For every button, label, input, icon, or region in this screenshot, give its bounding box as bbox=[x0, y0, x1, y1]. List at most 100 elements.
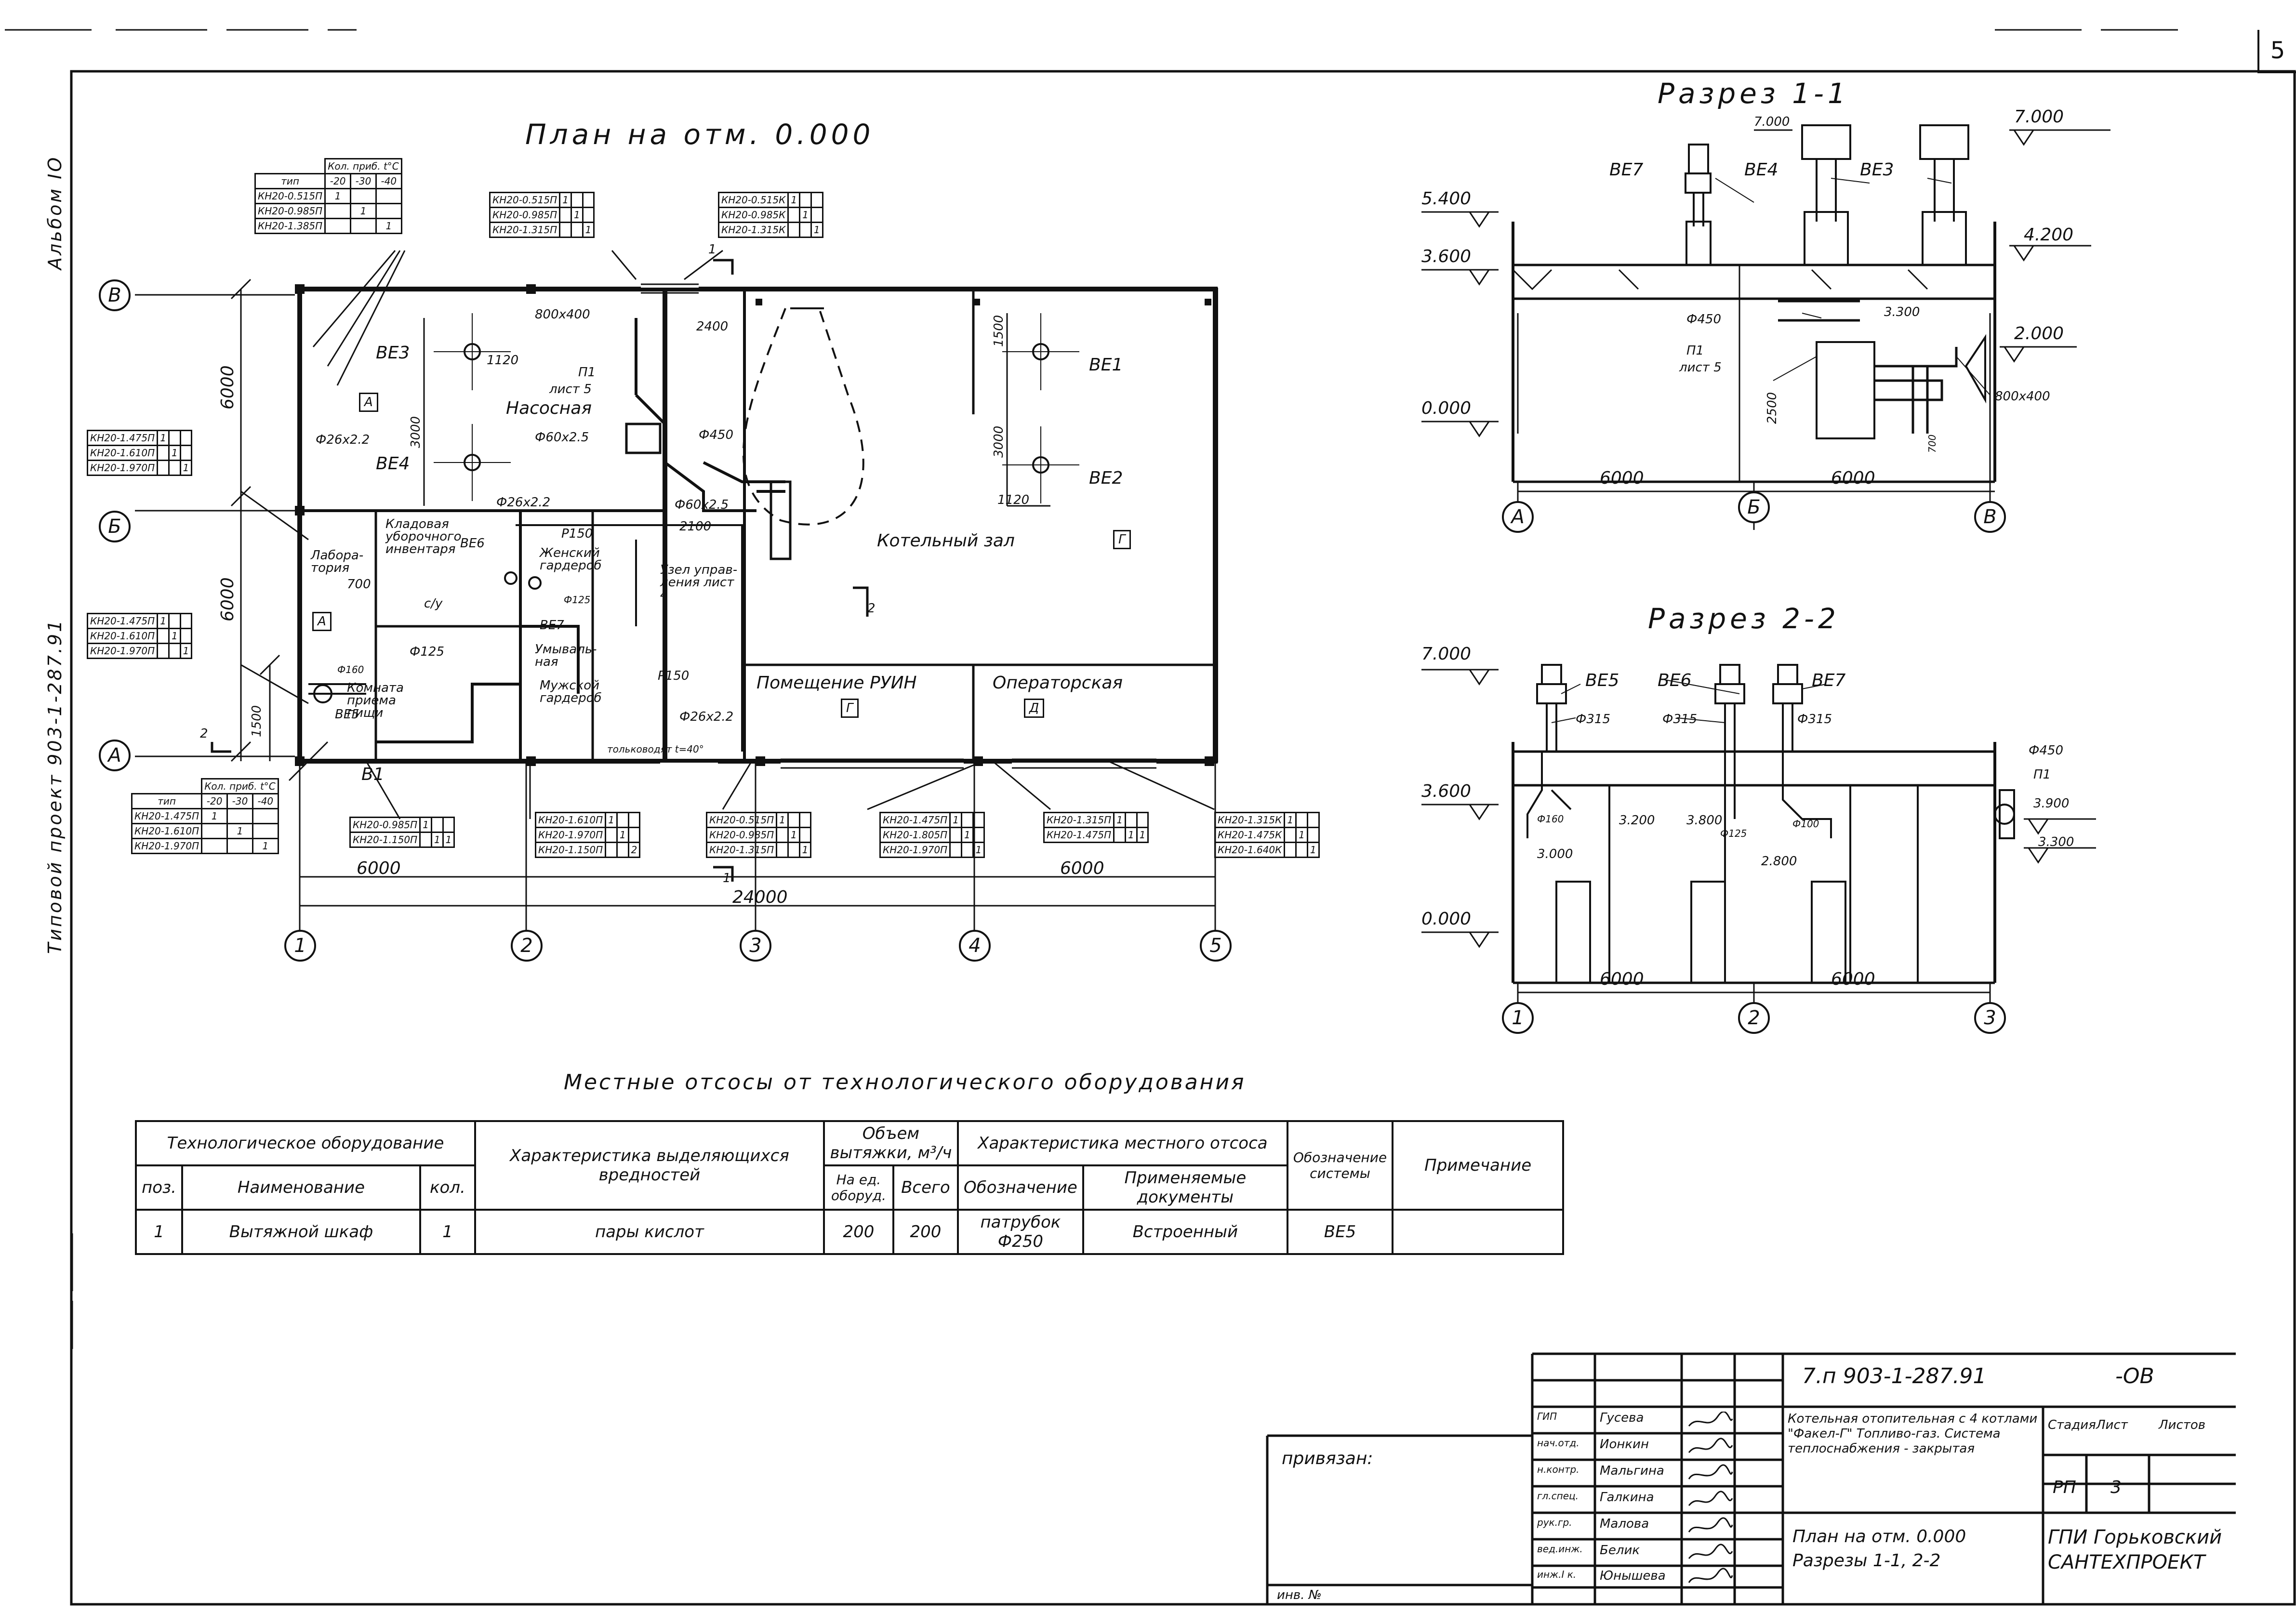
axis-bubble-a: А bbox=[99, 740, 131, 771]
s11-d450: Ф450 bbox=[1686, 312, 1722, 327]
stamp-name-6: Юнышева bbox=[1600, 1569, 1666, 1583]
label-r150-b: Р150 bbox=[658, 669, 690, 683]
s11-2500: 2500 bbox=[1765, 392, 1779, 424]
s22-3000: 3.000 bbox=[1537, 847, 1573, 861]
dim-1500: 1500 bbox=[250, 705, 264, 737]
sheet-number: 5 bbox=[2257, 30, 2296, 73]
s11-mark-5400: 5.400 bbox=[1421, 189, 1472, 209]
s22-mark-3300: 3.300 bbox=[2038, 835, 2074, 849]
s22-d450: Ф450 bbox=[2029, 743, 2064, 758]
dim-1500-b: 1500 bbox=[992, 315, 1006, 347]
stamp-role-2: н.контр. bbox=[1537, 1464, 1579, 1475]
label-d125: Ф125 bbox=[410, 645, 445, 659]
room-mark-g: Г bbox=[1113, 530, 1131, 549]
section-mark-1-bottom: 1 bbox=[723, 871, 731, 885]
album-label: Альбом IO bbox=[44, 155, 66, 270]
s11-sheet5: лист 5 bbox=[1679, 360, 1722, 375]
s11-mark-0000: 0.000 bbox=[1421, 398, 1472, 418]
room-mark-d: Д bbox=[1024, 699, 1045, 718]
label-r150: Р150 bbox=[561, 527, 593, 541]
s22-d315-c: Ф315 bbox=[1797, 712, 1832, 727]
s22-d315-a: Ф315 bbox=[1576, 712, 1611, 727]
dim-700: 700 bbox=[347, 577, 371, 592]
dim-2100: 2100 bbox=[679, 519, 712, 534]
label-d26x22-c: Ф26х2.2 bbox=[679, 710, 734, 724]
room-mark-a2: А bbox=[312, 612, 332, 631]
label-temp-note: тольководят t=40° bbox=[607, 743, 704, 755]
s22-dim-6000-b: 6000 bbox=[1831, 969, 1875, 989]
section-mark-1-top: 1 bbox=[708, 242, 717, 257]
stamp-signatures bbox=[1688, 1412, 1733, 1583]
axis-bubble-v: В bbox=[99, 279, 131, 311]
plan-title: План на отм. 0.000 bbox=[525, 118, 875, 151]
s11-axis-b: Б bbox=[1738, 491, 1770, 523]
stamp-suffix: -ОВ bbox=[2115, 1364, 2154, 1388]
stamp-name-4: Малова bbox=[1600, 1517, 1649, 1531]
s22-axis-1: 1 bbox=[1502, 1002, 1534, 1034]
room-rui: Помещение РУИН bbox=[756, 673, 917, 693]
fan-be5: ВЕ5 bbox=[335, 707, 359, 722]
room-mens: Мужской гардероб bbox=[540, 678, 602, 705]
axis-bubble-b: Б bbox=[99, 511, 131, 542]
s11-dim-6000-b: 6000 bbox=[1831, 468, 1875, 488]
fan-be2: ВЕ2 bbox=[1089, 468, 1123, 488]
axis-bubble-5: 5 bbox=[1200, 930, 1232, 962]
label-b1: В1 bbox=[361, 765, 385, 784]
label-d26x22-b: Ф26х2.2 bbox=[496, 495, 551, 510]
stamp-role-0: ГИП bbox=[1537, 1411, 1557, 1422]
room-lab: Лабора-тория bbox=[311, 548, 364, 575]
axis-bubble-3: 3 bbox=[740, 930, 771, 962]
dim-24000: 24000 bbox=[732, 887, 788, 907]
project-label: Типовой проект 903-1-287.91 bbox=[44, 618, 66, 954]
s22-be7: ВЕ7 bbox=[1812, 671, 1846, 690]
label-d26x22: Ф26х2.2 bbox=[316, 433, 370, 447]
s11-p1: П1 bbox=[1686, 344, 1704, 358]
s22-2800: 2.800 bbox=[1761, 854, 1797, 869]
stamp-stage: РП bbox=[2053, 1478, 2076, 1497]
label-d160: Ф160 bbox=[337, 664, 364, 675]
dim-6000-b: 6000 bbox=[1060, 859, 1104, 878]
s22-d125: Ф125 bbox=[1720, 828, 1747, 839]
s22-axis-3: 3 bbox=[1974, 1002, 2006, 1034]
label-p1: П1 bbox=[578, 365, 596, 380]
room-control: Узел управ-ления лист 4 bbox=[660, 563, 738, 602]
s11-dim-6000-a: 6000 bbox=[1600, 468, 1644, 488]
s22-d100: Ф100 bbox=[1792, 818, 1819, 830]
s11-mark-2000: 2.000 bbox=[2014, 324, 2064, 344]
fan-be6: ВЕ6 bbox=[460, 536, 485, 551]
stamp-org: ГПИ Горьковский САНТЕХПРОЕКТ bbox=[2048, 1526, 2222, 1573]
stamp-code: 7.п 903-1-287.91 bbox=[1802, 1364, 1987, 1388]
s22-dim-6000-a: 6000 bbox=[1600, 969, 1644, 989]
s11-mark-7000-b: 7.000 bbox=[2014, 107, 2064, 127]
stamp-name-0: Гусева bbox=[1600, 1411, 1644, 1425]
stamp-inv: инв. № bbox=[1277, 1588, 1322, 1602]
s11-mark-7000-a: 7.000 bbox=[1754, 115, 1790, 129]
exhaust-table-title: Местные отсосы от технологического обору… bbox=[564, 1070, 1246, 1095]
fan-be4: ВЕ4 bbox=[376, 454, 410, 474]
s22-p1: П1 bbox=[2033, 767, 2051, 782]
s11-be3: ВЕ3 bbox=[1860, 160, 1894, 180]
s11-mark-4200: 4.200 bbox=[2024, 225, 2074, 245]
axis-bubble-2: 2 bbox=[511, 930, 543, 962]
stamp-name-2: Мальгина bbox=[1600, 1464, 1664, 1478]
s22-mark-3600: 3.600 bbox=[1421, 781, 1472, 801]
s11-800x400: 800х400 bbox=[1995, 389, 2050, 404]
s22-3800: 3.800 bbox=[1686, 813, 1723, 828]
fan-be1: ВЕ1 bbox=[1089, 355, 1123, 375]
stamp-sheet: 3 bbox=[2110, 1478, 2122, 1497]
dim-3000: 3000 bbox=[409, 416, 423, 448]
s22-be5: ВЕ5 bbox=[1585, 671, 1619, 690]
stamp-project-name: Котельная отопительная с 4 котлами "Факе… bbox=[1788, 1412, 2038, 1456]
dim-6000-d: 6000 bbox=[218, 577, 238, 621]
s11-be7: ВЕ7 bbox=[1609, 160, 1644, 180]
s11-mark-3600: 3.600 bbox=[1421, 247, 1472, 266]
room-meal: Комната приема пищи bbox=[347, 681, 404, 720]
label-d60x25: Ф60х2.5 bbox=[535, 430, 589, 445]
